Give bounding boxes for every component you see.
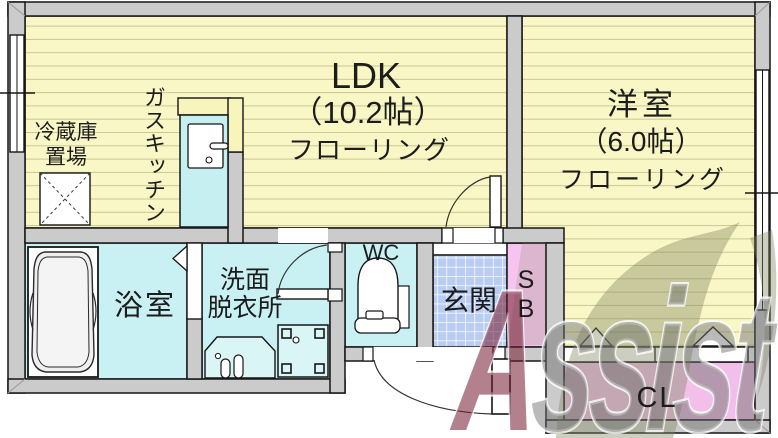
watermark-letters-rest: ssist xyxy=(526,247,778,438)
entrance-hall-opening xyxy=(453,228,495,243)
watermark-swoosh-thin xyxy=(750,230,777,398)
refrigerator-x2 xyxy=(39,172,91,226)
windows xyxy=(0,34,778,311)
ldk-floor xyxy=(24,15,508,229)
watermark: Assist xyxy=(445,222,778,438)
washbasin xyxy=(204,336,276,379)
bathtub-grip-right xyxy=(92,292,97,331)
wall-kitchen-stub xyxy=(227,151,244,244)
entrance-label: 玄関 xyxy=(440,285,498,316)
jamb xyxy=(494,227,504,244)
kitchen-counter-side xyxy=(227,97,244,153)
ldk-room-name: LDK xyxy=(330,55,402,96)
wall-top xyxy=(7,1,771,17)
closet-door-arrow-right xyxy=(691,326,735,347)
ldk-flooring-label: フローリング xyxy=(287,135,451,165)
kitchen-counter-top xyxy=(177,97,231,116)
bathtub xyxy=(27,246,99,378)
western-room-size: （6.0帖） xyxy=(579,126,703,157)
closet-doors xyxy=(561,326,749,363)
jamb xyxy=(362,346,374,362)
wall-miters xyxy=(7,1,771,434)
wall-washroom-wc-divider xyxy=(329,242,346,394)
western-room-flooring-label: フローリング xyxy=(558,166,728,194)
washbasin-tap1 xyxy=(220,358,231,379)
miter-top-left xyxy=(7,1,26,17)
washer-foot xyxy=(281,328,292,339)
wall-sb-top xyxy=(502,227,565,244)
jamb xyxy=(327,288,343,302)
washroom-label-line2: 脱衣所 xyxy=(207,294,283,322)
washing-machine-pan xyxy=(277,324,329,378)
refrigerator-space-label-line1: 冷蔵庫 xyxy=(34,121,98,144)
refrigerator-space-label-line2: 置場 xyxy=(45,146,87,169)
watermark-letter-a: A xyxy=(447,247,540,438)
watermark-swoosh xyxy=(556,222,740,438)
toilet-lid-handle xyxy=(365,310,384,320)
toilet-tank xyxy=(354,317,401,334)
washer-foot xyxy=(281,363,292,374)
front-door-opening xyxy=(373,347,493,361)
washroom-door-arc xyxy=(277,244,328,295)
wall-bottom-left xyxy=(7,378,346,394)
entrance-hall-door-arc xyxy=(445,176,491,228)
refrigerator-space-box xyxy=(39,172,91,226)
closet-door-arrow-left xyxy=(578,326,614,347)
washbasin-tap2 xyxy=(233,354,244,379)
bathroom-label: 浴室 xyxy=(113,290,177,322)
front-door-arc xyxy=(373,359,493,415)
watermark-text: Assist xyxy=(447,247,778,438)
watermark-swoosh-tail xyxy=(508,243,546,345)
miter-top-right xyxy=(754,1,771,17)
washer-pan xyxy=(277,324,329,378)
wc-label: WC xyxy=(362,240,400,265)
bath-door xyxy=(186,242,203,320)
jamb xyxy=(441,227,454,244)
washer-foot xyxy=(314,363,325,374)
miter-bottom-left xyxy=(7,378,26,394)
kitchen-faucet xyxy=(209,142,229,150)
jamb xyxy=(327,242,343,253)
doors xyxy=(172,175,511,415)
entrance-hall-door-leaf xyxy=(489,175,502,228)
washer-foot xyxy=(314,328,325,339)
bathtub-inner xyxy=(36,256,90,368)
miter-bottom-right xyxy=(754,419,771,434)
ldk-room-size: （10.2帖） xyxy=(291,95,445,130)
shoe-box-label-b: B xyxy=(517,295,535,323)
kitchen-unit xyxy=(177,97,244,228)
closet-label: CL xyxy=(636,382,678,414)
bath-door-arrow xyxy=(172,244,188,273)
toilet-fixture xyxy=(354,257,410,334)
toilet-bowl xyxy=(357,257,399,323)
washer-drain xyxy=(292,336,300,344)
washroom-door-opening xyxy=(278,228,328,243)
washroom-label-line1: 洗面 xyxy=(219,266,271,294)
shoe-box-label-s: S xyxy=(517,266,535,294)
kitchen-drain xyxy=(205,156,213,164)
wall-wc-right xyxy=(416,242,434,362)
front-door-leaf xyxy=(491,358,511,415)
bathtub-grip-left xyxy=(29,292,34,331)
western-room-name: 洋室 xyxy=(607,87,677,122)
wall-ldk-western-divider xyxy=(506,15,523,244)
washroom-door-leaf xyxy=(276,288,329,300)
gas-kitchen-label: ガスキッチン xyxy=(141,86,166,224)
wall-openings xyxy=(278,227,506,362)
washbasin-drain xyxy=(214,352,222,360)
wall-bath-door-stub xyxy=(186,317,203,380)
wall-bottom-right xyxy=(545,419,771,434)
